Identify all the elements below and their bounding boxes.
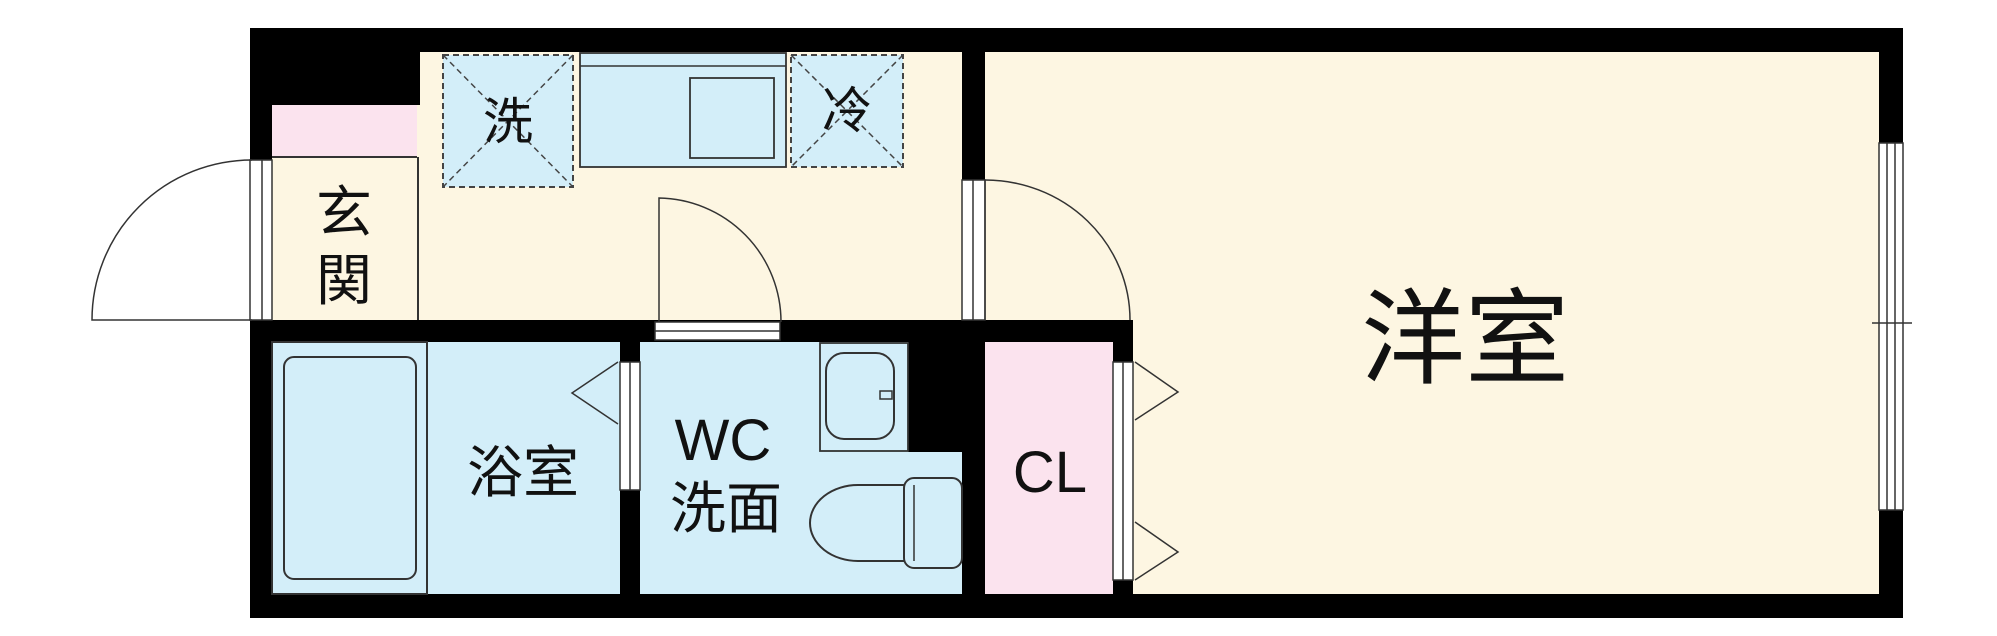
washing-machine-label: 洗 bbox=[483, 93, 533, 151]
interior-wall bbox=[962, 320, 985, 618]
western-room-door-swing bbox=[984, 179, 1131, 321]
faucet bbox=[879, 390, 893, 400]
western-room-label: 洋室 bbox=[1361, 278, 1569, 400]
western-room-area bbox=[985, 52, 1879, 594]
bathtub-basin bbox=[283, 356, 417, 580]
window bbox=[1878, 142, 1904, 511]
toilet-bowl bbox=[809, 484, 904, 562]
entrance-shoebox bbox=[272, 105, 417, 157]
entrance-label: 関 bbox=[316, 249, 372, 314]
wc-label: WC bbox=[675, 408, 772, 473]
bathtub bbox=[271, 341, 428, 595]
interior-wall bbox=[250, 320, 985, 342]
kitchen-sink bbox=[689, 77, 775, 159]
closet-door-marker bbox=[1134, 361, 1180, 421]
kitchen-counter bbox=[579, 52, 787, 168]
refrigerator-label: 冷 bbox=[822, 82, 872, 140]
washroom-label: 洗面 bbox=[670, 477, 782, 542]
wash-basin-bowl bbox=[825, 352, 895, 440]
entrance-door-opening bbox=[249, 159, 273, 321]
toilet-tank bbox=[903, 477, 963, 569]
closet-label: CL bbox=[1013, 440, 1087, 505]
closet-area bbox=[985, 342, 1113, 594]
closet-door-marker bbox=[1134, 521, 1180, 581]
bathroom-door-marker bbox=[570, 361, 619, 425]
entrance-door-swing bbox=[91, 159, 253, 321]
interior-wall bbox=[985, 320, 1133, 342]
wc-door-swing bbox=[658, 197, 782, 323]
bathroom-label: 浴室 bbox=[467, 441, 579, 506]
entrance-label: 玄 bbox=[316, 181, 372, 246]
